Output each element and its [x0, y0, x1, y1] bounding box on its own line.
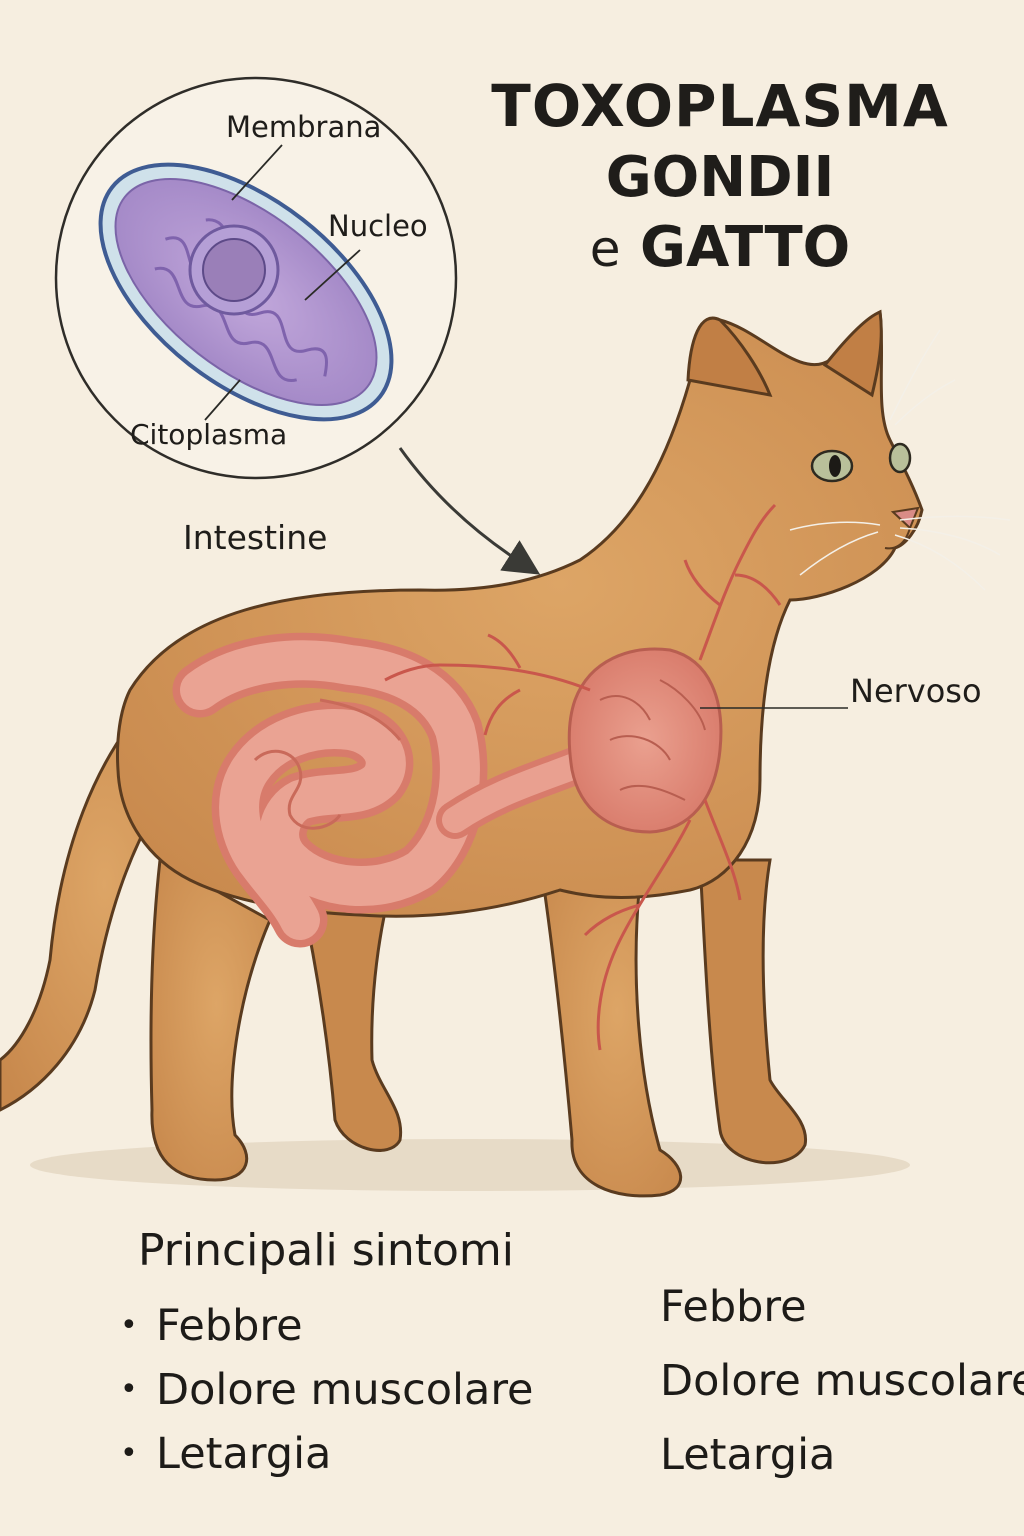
title-line-3-main: GATTO [640, 215, 851, 280]
cat-ear-left [686, 316, 773, 397]
cytoplasm-pointer-line [204, 379, 241, 421]
nervous-organ [567, 647, 723, 834]
cat-back-leg-near [149, 857, 272, 1182]
bullet-icon: • [120, 1436, 138, 1471]
bullet-icon: • [120, 1308, 138, 1343]
symptoms-repeat-list: Febbre Dolore muscolare Letargia [660, 1278, 1024, 1500]
cell-nucleus [202, 238, 266, 302]
label-cytoplasm: Citoplasma [130, 418, 288, 451]
symptoms-list: • Febbre • Dolore muscolare • Letargia [120, 1294, 600, 1486]
label-nucleus: Nucleo [328, 209, 428, 243]
symptom-item: • Febbre [120, 1294, 600, 1358]
symptom-repeat-item: Dolore muscolare [660, 1356, 1024, 1406]
cat-front-leg-far [698, 858, 808, 1165]
cat-mouth [884, 527, 911, 550]
cat-ear-right [822, 309, 883, 398]
nerve-vessels [384, 503, 782, 1051]
symptom-text: Febbre [156, 1301, 303, 1351]
symptoms-section: Principali sintomi • Febbre • Dolore musco… [120, 1225, 600, 1486]
symptom-text: Dolore muscolare [156, 1365, 534, 1415]
label-nervous: Nervoso [850, 672, 982, 710]
nucleus-pointer-line [304, 249, 361, 301]
label-intestine: Intestine [183, 518, 328, 557]
symptoms-heading: Principali sintomi [138, 1225, 514, 1276]
symptom-text: Letargia [156, 1429, 332, 1479]
bullet-icon: • [120, 1372, 138, 1407]
ground-shadow [30, 1139, 910, 1191]
symptom-repeat-item: Febbre [660, 1282, 807, 1332]
cat-back-leg-far [298, 888, 403, 1152]
magnifier-arrow [398, 447, 541, 575]
symptom-item: • Dolore muscolare [120, 1358, 600, 1422]
cat-whiskers [789, 329, 1011, 591]
cat-front-leg-near [538, 858, 683, 1198]
cat-eye-left-pupil [829, 455, 841, 477]
symptom-repeat-item: Letargia [660, 1430, 836, 1480]
symptom-item: • Letargia [120, 1422, 600, 1486]
title-line-3-prefix: e [589, 220, 621, 278]
title-line-3: e GATTO [480, 215, 960, 280]
title-line-1: TOXOPLASMA [491, 72, 949, 140]
label-membrane: Membrana [226, 110, 382, 144]
title-line-2: GONDII [605, 145, 835, 210]
membrane-pointer-line [231, 144, 283, 201]
cat-eye-right [888, 442, 912, 474]
